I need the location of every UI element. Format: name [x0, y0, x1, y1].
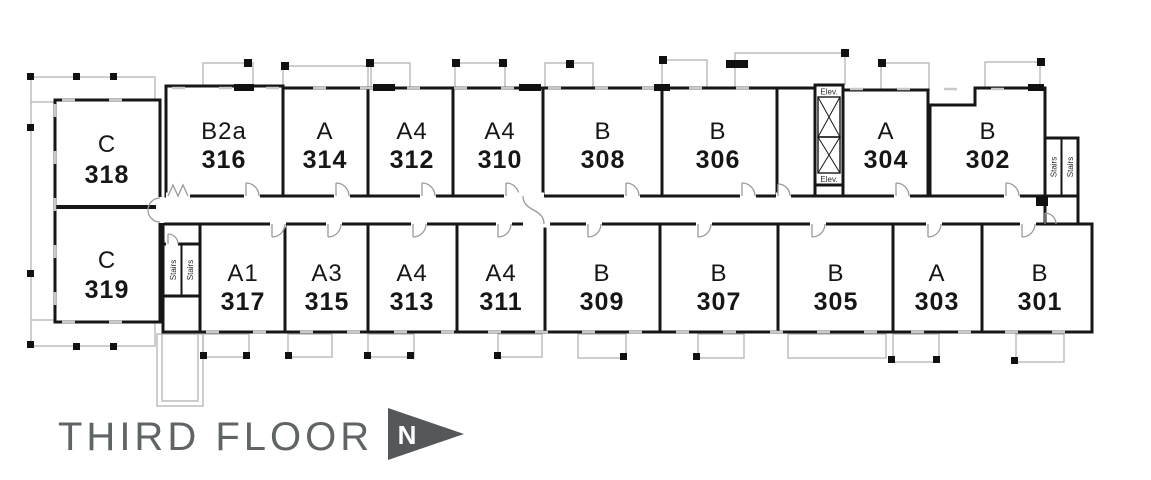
- unit-number-label: 314: [303, 146, 348, 174]
- unit-number-label: 319: [85, 276, 130, 304]
- unit-305[interactable]: B 305: [776, 222, 895, 334]
- unit-number-label: 311: [479, 288, 522, 316]
- elevator-label-bottom: Elev.: [820, 175, 837, 184]
- unit-number-label: 309: [580, 288, 625, 316]
- unit-number-label: 313: [390, 288, 435, 316]
- footer: THIRD FLOOR N: [58, 408, 464, 460]
- unit-307-room[interactable]: [658, 222, 780, 334]
- unit-type-label: B: [594, 118, 611, 145]
- north-arrow-icon: [388, 408, 464, 460]
- window-marks: [53, 86, 1086, 334]
- unit-number-label: 317: [221, 288, 266, 316]
- unit-303-room[interactable]: [891, 222, 984, 334]
- unit-type-label: B: [979, 118, 996, 145]
- unit-number-label: 302: [966, 146, 1011, 174]
- misc-walls: [55, 194, 1078, 226]
- unit-314[interactable]: A 314: [281, 86, 370, 198]
- unit-number-label: 304: [864, 146, 909, 174]
- unit-type-label: C: [98, 131, 116, 158]
- unit-306-room[interactable]: [660, 86, 779, 198]
- unit-type-label: A4: [396, 260, 427, 287]
- unit-type-label: A4: [484, 118, 515, 145]
- unit-307[interactable]: B 307: [658, 222, 780, 334]
- unit-number-label: 310: [478, 146, 523, 174]
- unit-312-room[interactable]: [366, 86, 455, 198]
- unit-317-room[interactable]: [198, 222, 287, 334]
- elevator-service-room: [813, 183, 845, 198]
- unit-303[interactable]: A 303: [891, 222, 984, 334]
- unit-316-room[interactable]: [164, 84, 285, 198]
- unit-type-label: A4: [396, 118, 427, 145]
- unit-308[interactable]: B 308: [541, 86, 664, 198]
- unit-number-label: 316: [202, 146, 247, 174]
- unit-type-label: B: [1031, 260, 1048, 287]
- unit-number-label: 307: [697, 288, 742, 316]
- elevator-lobby: [775, 86, 817, 198]
- unit-313[interactable]: A4 313: [366, 222, 459, 334]
- north-arrow-label: N: [398, 420, 417, 450]
- unit-type-label: A: [316, 118, 333, 145]
- stairs-label: Stairs: [1066, 157, 1075, 177]
- wall-accents: [234, 60, 1048, 206]
- unit-number-label: 312: [390, 146, 435, 174]
- unit-309-room[interactable]: [543, 222, 662, 334]
- elevator-core: Elev. Elev.: [775, 83, 845, 198]
- stairs-label: Stairs: [169, 260, 178, 280]
- unit-317[interactable]: A1 317: [198, 222, 287, 334]
- elevator-label-top: Elev.: [820, 88, 837, 97]
- unit-318[interactable]: C 318: [53, 98, 162, 209]
- stairs-right-lobby: [1043, 194, 1080, 226]
- doors: [147, 182, 1057, 248]
- unit-number-label: 306: [696, 146, 741, 174]
- unit-301[interactable]: B 301: [980, 222, 1094, 334]
- unit-309[interactable]: B 309: [543, 222, 662, 334]
- unit-319[interactable]: C 319: [53, 205, 162, 324]
- stairs-label: Stairs: [1050, 157, 1059, 177]
- unit-type-label: B2a: [201, 118, 247, 145]
- unit-type-label: C: [98, 247, 116, 274]
- unit-type-label: B: [709, 118, 726, 145]
- unit-number-label: 301: [1018, 288, 1063, 316]
- unit-315-room[interactable]: [283, 222, 370, 334]
- unit-302-highlighted[interactable]: B 302: [928, 86, 1047, 198]
- balcony-posts: [27, 49, 1045, 364]
- unit-308-room[interactable]: [541, 86, 664, 198]
- unit-304[interactable]: A 304: [841, 88, 930, 198]
- unit-type-label: B: [710, 260, 727, 287]
- unit-number-label: 303: [915, 288, 960, 316]
- unit-number-label: 308: [581, 146, 626, 174]
- unit-type-label: A1: [227, 260, 258, 287]
- stairs-left-storage: [161, 294, 202, 334]
- unit-312[interactable]: A4 312: [366, 86, 455, 198]
- stairs-left: Stairs Stairs: [161, 222, 202, 334]
- stairs-label: Stairs: [186, 260, 195, 280]
- unit-number-label: 305: [814, 288, 859, 316]
- unit-number-label: 318: [85, 161, 130, 189]
- unit-type-label: A: [928, 260, 945, 287]
- unit-304-room[interactable]: [841, 88, 930, 198]
- unit-319-room[interactable]: [53, 205, 162, 324]
- unit-306[interactable]: B 306: [660, 86, 779, 198]
- unit-type-label: B: [827, 260, 844, 287]
- elevator-cab-2: [817, 136, 841, 174]
- unit-315[interactable]: A3 315: [283, 222, 370, 334]
- unit-302-room[interactable]: [928, 86, 1047, 198]
- unit-number-label: 315: [305, 288, 350, 316]
- unit-316[interactable]: B2a 316: [164, 84, 285, 198]
- unit-type-label: A3: [311, 260, 342, 287]
- unit-type-label: A4: [485, 260, 516, 287]
- unit-311[interactable]: A4 311: [455, 222, 547, 334]
- stairs-right: Stairs Stairs: [1043, 136, 1080, 226]
- units-layer: C 318 C 319 B2a 316 A 314 A4 312 A4 310: [53, 84, 1094, 334]
- floor-title: THIRD FLOOR: [58, 415, 373, 459]
- unit-301-room[interactable]: [980, 222, 1094, 334]
- unit-type-label: A: [877, 118, 894, 145]
- unit-310[interactable]: A4 310: [451, 86, 545, 198]
- unit-type-label: B: [593, 260, 610, 287]
